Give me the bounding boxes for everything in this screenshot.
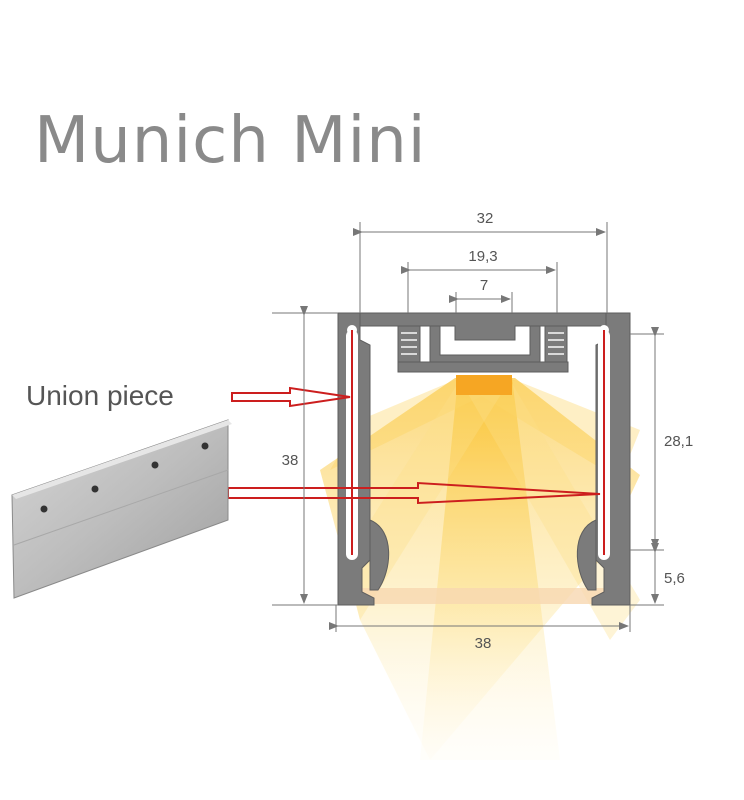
plate-hole: [40, 505, 48, 513]
plate-hole: [91, 485, 99, 493]
product-title: Munich Mini: [34, 104, 427, 178]
dim-label-inner-width: 19,3: [468, 248, 497, 265]
screw-threads: [401, 332, 564, 355]
bottom-clips: [369, 519, 597, 591]
union-arrows: [227, 386, 601, 505]
dim-label-bottom-width: 38: [475, 635, 492, 652]
union-arrow-upper: [231, 386, 351, 408]
diffuser-strip: [345, 588, 615, 604]
dimension-lines: [272, 222, 664, 632]
led-chip: [456, 375, 512, 395]
dimension-labels: 32 19,3 7 38 28,1 5,6 38: [282, 208, 693, 652]
union-piece-label: Union piece: [26, 380, 174, 411]
dim-label-foot-height: 5,6: [664, 570, 685, 587]
union-piece-plate: [11, 419, 232, 599]
union-arrow-lower: [227, 481, 601, 505]
dim-label-inner-height: 28,1: [664, 433, 693, 450]
dim-label-height: 38: [282, 452, 299, 469]
dim-label-slot-width: 7: [480, 277, 488, 294]
union-piece-slots: [351, 330, 605, 555]
plate-hole: [151, 461, 159, 469]
dim-label-top-width: 32: [477, 210, 494, 227]
plate-hole: [201, 442, 209, 450]
